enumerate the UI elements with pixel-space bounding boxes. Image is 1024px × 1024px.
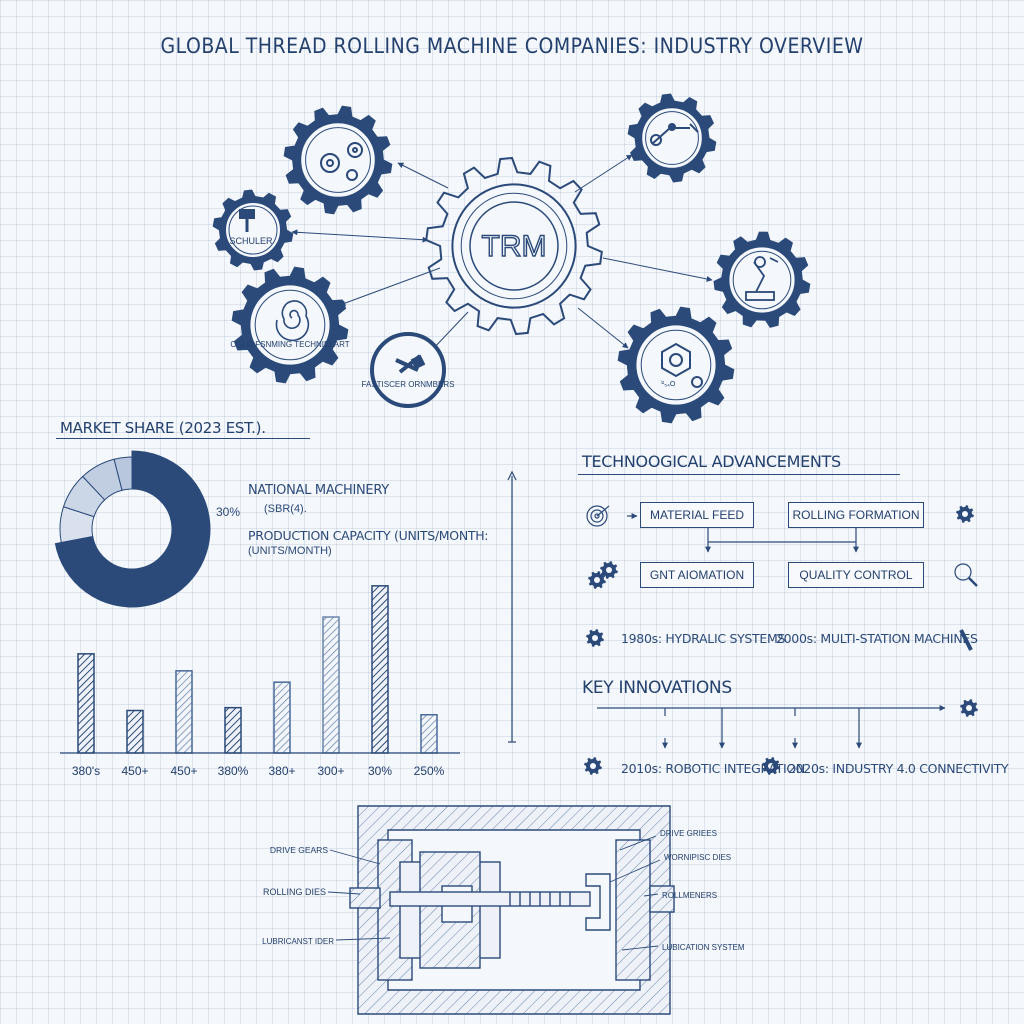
bar-tick-label: 380+ bbox=[268, 764, 295, 778]
robot-arm-icon bbox=[745, 256, 779, 301]
gear-icon bbox=[584, 757, 602, 775]
innovations-timeline bbox=[584, 699, 978, 775]
market-title-underline bbox=[56, 438, 310, 439]
flow-box-quality-control: QUALITY CONTROL bbox=[788, 562, 924, 588]
node-ring-fasteners bbox=[370, 332, 446, 408]
timeline-1980s: 1980s: HYDRALIC SYSTEMS bbox=[621, 631, 786, 646]
target-icon bbox=[586, 505, 610, 527]
node-label-hex: ⁱ²₅₄O bbox=[661, 380, 676, 388]
gear-icon bbox=[956, 505, 974, 523]
wrench-arm-icon bbox=[650, 123, 699, 146]
gears-icon bbox=[320, 142, 363, 181]
label-rollmeners: ROLLMENERS bbox=[662, 891, 717, 900]
timeline-2010s: 2010s: ROBOTIC INTEGRATION bbox=[621, 761, 805, 776]
bar bbox=[77, 653, 95, 754]
bar bbox=[126, 709, 144, 754]
donut-chart bbox=[54, 450, 211, 608]
label-lubrication-system: LUBICATION SYSTEM bbox=[662, 943, 745, 952]
hex-nut-icon bbox=[661, 342, 703, 388]
label-lubricant-slider: LUBRICANST IDER bbox=[262, 937, 334, 946]
divider-arrow bbox=[507, 470, 517, 743]
node-gear-schuler bbox=[212, 189, 294, 271]
market-title: MARKET SHARE (2023 EST.). bbox=[60, 419, 266, 437]
gear-icon bbox=[960, 699, 978, 717]
timeline-2020s: 2020s: INDUSTRY 4.0 CONNECTIVITY bbox=[788, 761, 1009, 776]
bar bbox=[224, 706, 242, 754]
donut-slice bbox=[113, 456, 133, 491]
bar bbox=[322, 616, 340, 754]
market-pct: 30% bbox=[216, 505, 241, 519]
spiral-icon bbox=[275, 300, 310, 342]
donut-slice bbox=[54, 450, 211, 608]
node-label-schuler: SCHULER bbox=[229, 236, 273, 246]
gear-icon bbox=[600, 561, 618, 579]
capacity-sub: (UNITS/MONTH) bbox=[248, 545, 332, 557]
flow-box-rolling-formation: ROLLING FORMATION bbox=[788, 502, 924, 528]
bar-tick-label: 250% bbox=[414, 764, 445, 778]
bar-tick-label: 380's bbox=[72, 764, 100, 778]
gear-icon bbox=[762, 757, 780, 775]
center-label: TRM bbox=[482, 230, 547, 263]
label-drive-gears: DRIVE GEARS bbox=[270, 845, 328, 855]
tech-flow-diagram bbox=[586, 505, 978, 651]
tech-title-underline bbox=[578, 474, 900, 475]
bolts-icon bbox=[395, 354, 426, 374]
node-gear-cold-forming bbox=[231, 266, 349, 384]
flow-box-material-feed: MATERIAL FEED bbox=[640, 502, 754, 528]
bar bbox=[175, 670, 193, 754]
label-workpiece-dies: WORNIPISC DIES bbox=[664, 853, 731, 862]
bar bbox=[420, 714, 438, 754]
center-ring bbox=[469, 201, 559, 291]
timeline-2000s: 2000s: MULTI-STATION MACHINES bbox=[776, 631, 978, 646]
bar bbox=[273, 681, 291, 754]
hammer-icon bbox=[239, 209, 255, 232]
bar bbox=[371, 585, 389, 754]
network-diagram: TRM SCHULER CGLO FSNMING TECHNIELART FAST… bbox=[212, 93, 811, 424]
node-label-cold-forming-text: CGLO FSNMING TECHNIELART bbox=[230, 340, 349, 349]
gear-icon bbox=[588, 571, 606, 589]
capacity-title: PRODUCTION CAPACITY (UNITS/MONTH: bbox=[248, 528, 489, 543]
bar-chart: 380's 450+ 450+ 380% 380+ 300+ 30% 250% bbox=[60, 585, 460, 778]
node-label-fasteners: FASTISCER ORNMBERS bbox=[362, 380, 455, 389]
flow-box-automation: GNT AIOMATION bbox=[640, 562, 754, 588]
bolt-icon bbox=[959, 629, 973, 651]
legend-national-machinery: NATIONAL MACHINERY bbox=[248, 483, 389, 498]
bar-tick-label: 450+ bbox=[121, 764, 148, 778]
bar-tick-label: 380% bbox=[218, 764, 249, 778]
bar-tick-label: 30% bbox=[368, 764, 392, 778]
node-gear-wrench bbox=[627, 93, 717, 183]
legend-national-machinery-sub: (SBR(4). bbox=[264, 503, 307, 515]
tech-title: TECHNOOGICAL ADVANCEMENTS bbox=[582, 452, 841, 471]
bar-tick-label: 300+ bbox=[317, 764, 344, 778]
gear-icon bbox=[586, 629, 604, 647]
magnifier-icon bbox=[954, 563, 978, 587]
node-label-cold-forming: CGLO FSNMING TECHNIELART bbox=[230, 340, 349, 349]
bar-tick-label: 450+ bbox=[170, 764, 197, 778]
page-title: GLOBAL THREAD ROLLING MACHINE COMPANIES:… bbox=[160, 34, 864, 58]
label-drive-gears-right: DRIVE GRIEES bbox=[660, 829, 717, 838]
label-rolling-dies: ROLLING DIES bbox=[263, 887, 326, 897]
machine-schematic: DRIVE GEARS ROLLING DIES LUBRICANST IDER… bbox=[262, 805, 745, 1015]
innovations-title: KEY INNOVATIONS bbox=[582, 678, 732, 698]
